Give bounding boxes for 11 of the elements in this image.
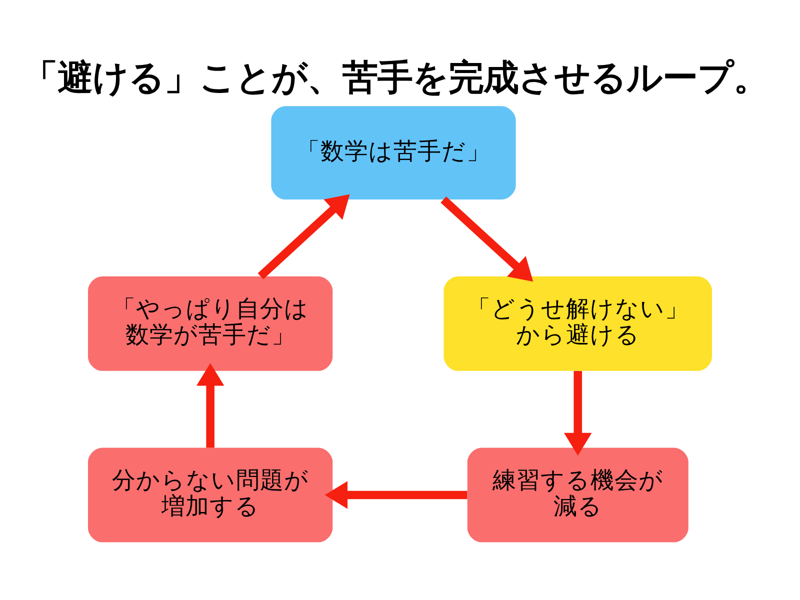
arrow <box>324 481 468 509</box>
arrow <box>258 194 350 280</box>
node-box: 「どうせ解けない」から避ける <box>444 276 712 371</box>
arrow <box>564 371 592 456</box>
diagram-title: 「避ける」ことが、苦手を完成させるループ。 <box>22 58 768 99</box>
node-box: 練習する機会が減る <box>467 448 688 542</box>
node-box: 「やっぱり自分は数学が苦手だ」 <box>88 276 333 371</box>
arrow <box>196 363 224 448</box>
node-box: 「数学は苦手だ」 <box>271 106 516 200</box>
arrow <box>440 196 534 282</box>
node-box: 分からない問題が増加する <box>88 448 333 542</box>
